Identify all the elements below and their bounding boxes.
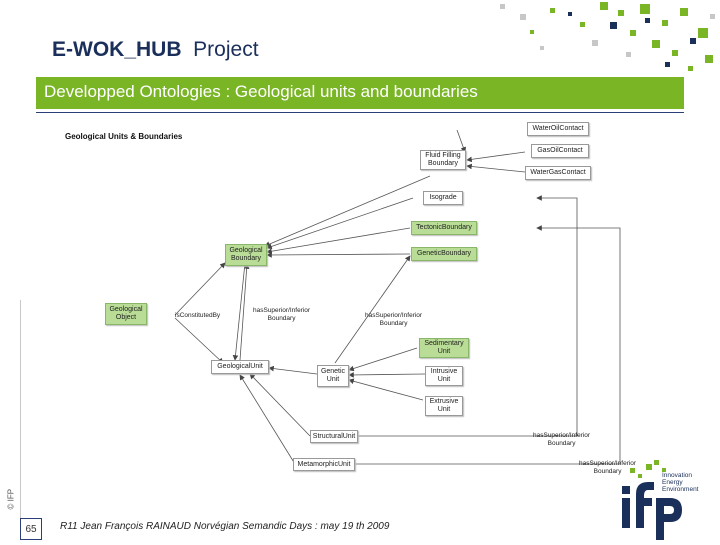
ifp-logo-mark — [622, 460, 682, 540]
ifp-logo: Innovation Energy Environment — [618, 458, 720, 540]
decorative-mosaic — [500, 2, 715, 71]
node-genetic-boundary: GeneticBoundary — [411, 247, 477, 261]
project-name: E-WOK_HUB — [52, 38, 182, 61]
node-geological-unit: GeologicalUnit — [211, 360, 269, 374]
node-fluid-filling-boundary: Fluid Filling Boundary — [420, 150, 466, 170]
edge-label-superior-inferior-1: hasSuperior/Inferior Boundary — [253, 307, 311, 322]
node-gas-oil-contact: GasOilContact — [531, 144, 589, 158]
edge-label-superior-inferior-4: hasSuperior/Inferior Boundary — [579, 460, 637, 475]
project-word: Project — [193, 38, 259, 61]
node-tectonic-boundary: TectonicBoundary — [411, 221, 477, 235]
node-intrusive-unit: Intrusive Unit — [425, 366, 463, 386]
node-water-gas-contact: WaterGasContact — [525, 166, 591, 180]
banner-underline — [36, 112, 684, 113]
node-genetic-unit: Genetic Unit — [317, 365, 349, 387]
subtitle-banner: Developped Ontologies : Geological units… — [36, 77, 684, 109]
node-geological-object: Geological Object — [105, 303, 147, 325]
footer-text: R11 Jean François RAINAUD Norvégian Sema… — [60, 521, 390, 532]
diagram-title: Geological Units & Boundaries — [65, 132, 183, 141]
ontology-diagram: Geological Units & Boundaries WaterOilCo… — [55, 118, 665, 480]
node-structural-unit: StructuralUnit — [310, 430, 358, 443]
banner-text: Developped Ontologies : Geological units… — [44, 82, 478, 101]
node-sedimentary-unit: Sedimentary Unit — [419, 338, 469, 358]
node-geological-boundary: Geological Boundary — [225, 244, 267, 266]
node-water-oil-contact: WaterOilContact — [527, 122, 589, 136]
page-number: 65 — [20, 518, 42, 540]
edge-label-superior-inferior-3: hasSuperior/Inferior Boundary — [533, 432, 591, 447]
page-title: E-WOK_HUB Project — [52, 38, 259, 62]
node-isograde: Isograde — [423, 191, 463, 205]
edge-label-is-constituted-by: isConstitutedBy — [175, 312, 221, 319]
logo-tagline: Innovation Energy Environment — [662, 472, 699, 493]
edge-label-superior-inferior-2: hasSuperior/Inferior Boundary — [365, 312, 423, 327]
copyright-label: © IFP — [6, 488, 16, 510]
side-rule — [20, 300, 21, 540]
node-metamorphic-unit: MetamorphicUnit — [293, 458, 355, 471]
node-extrusive-unit: Extrusive Unit — [425, 396, 463, 416]
diagram-edges — [174, 129, 621, 465]
